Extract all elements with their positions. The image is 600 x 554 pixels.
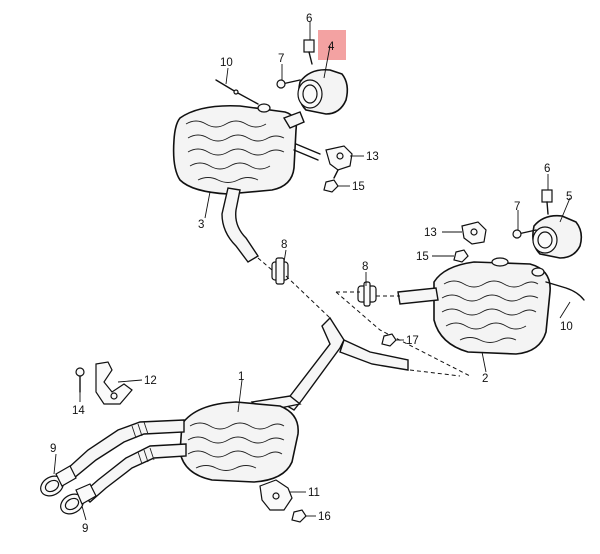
nut-15-upper[interactable] [323, 179, 339, 193]
label-part-17: 17 [406, 335, 419, 347]
label-part-3: 3 [198, 219, 204, 231]
dashed-line-f [409, 369, 461, 377]
dashed-line-b [285, 275, 331, 319]
rear-silencer-left[interactable] [172, 103, 321, 263]
center-silencer[interactable] [64, 316, 409, 503]
label-part-11: 11 [308, 487, 320, 499]
dashed-line-e [335, 291, 471, 377]
clamp-6-upper[interactable] [303, 39, 315, 65]
bracket-12[interactable] [95, 361, 133, 405]
leader-lines [53, 22, 571, 521]
bracket-11[interactable] [259, 479, 293, 511]
label-part-8-left: 8 [281, 239, 287, 251]
label-part-13-right: 13 [424, 227, 437, 239]
bolt-14[interactable] [75, 367, 85, 393]
tailpipe-tip-part-4[interactable] [297, 68, 349, 115]
label-part-6-upper: 6 [306, 13, 312, 25]
label-part-9-upper: 9 [50, 443, 56, 455]
clamp-8-right[interactable] [357, 281, 377, 307]
label-part-7-right: 7 [514, 201, 520, 213]
wire-10-upper[interactable] [215, 79, 259, 105]
label-part-16: 16 [318, 511, 331, 523]
bolt-17[interactable] [381, 333, 397, 347]
label-part-9-lower: 9 [82, 523, 88, 535]
wire-10-lower[interactable] [545, 281, 585, 301]
nut-16[interactable] [291, 509, 307, 523]
clamp-9-upper[interactable] [37, 465, 77, 500]
label-part-10-upper: 10 [220, 57, 233, 69]
label-part-1: 1 [238, 371, 244, 383]
label-part-13-upper: 13 [366, 151, 379, 163]
dashed-line-a [257, 257, 273, 271]
label-part-10-lower: 10 [560, 321, 573, 333]
label-part-6-right: 6 [544, 163, 550, 175]
label-part-8-right: 8 [362, 261, 368, 273]
label-part-2: 2 [482, 373, 488, 385]
highlight-box-part-4 [318, 30, 346, 60]
label-part-15-right: 15 [416, 251, 429, 263]
label-part-4: 4 [328, 41, 335, 53]
label-part-14: 14 [72, 405, 85, 417]
clamp-6-right[interactable] [541, 189, 553, 215]
nut-15-right[interactable] [453, 249, 469, 263]
tailpipe-tip-part-5[interactable] [532, 214, 583, 259]
clamp-8-left[interactable] [271, 257, 289, 285]
bracket-13-upper[interactable] [325, 145, 353, 179]
label-part-5: 5 [566, 191, 572, 203]
bracket-13-right[interactable] [461, 221, 487, 245]
clamp-9-lower[interactable] [57, 483, 97, 518]
label-part-12: 12 [144, 375, 157, 387]
bolt-7-right[interactable] [512, 229, 537, 239]
label-part-7-upper: 7 [278, 53, 284, 65]
label-part-15-upper: 15 [352, 181, 365, 193]
rear-silencer-right[interactable] [397, 257, 551, 355]
bolt-7-upper[interactable] [276, 79, 301, 89]
